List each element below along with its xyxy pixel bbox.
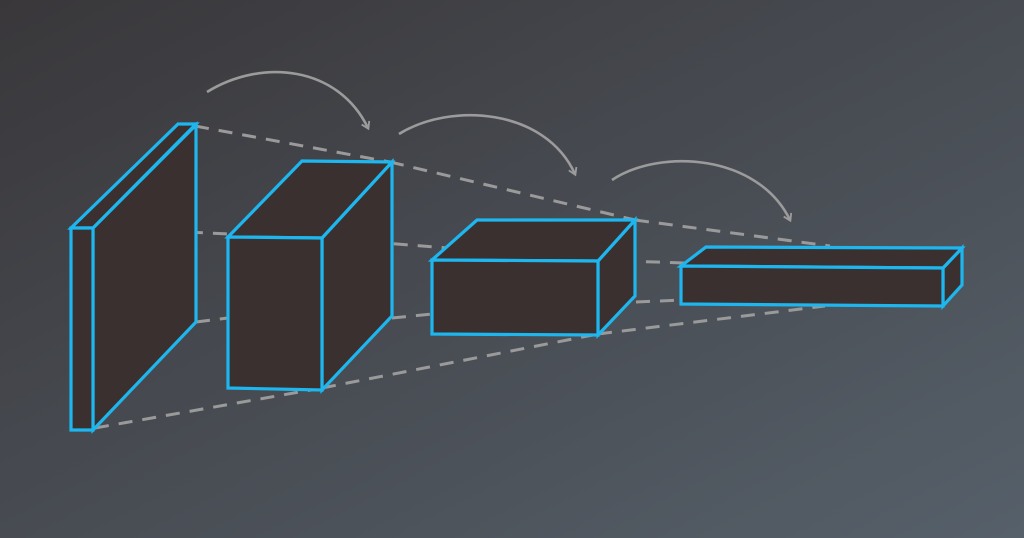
dashed-line-inner-2 [391,312,433,320]
layer-block-3 [427,215,639,340]
layer-arrows [206,70,793,223]
dashed-line-top-2 [389,160,636,222]
arrow-layer-1-to-2 [206,70,371,131]
layer-4-front-face [679,264,945,308]
layer-block-2 [224,157,396,395]
layer-block-1 [67,121,200,434]
layer-1-front-face [69,226,95,432]
dashed-line-top-1 [194,124,391,164]
dashed-line-inner-1 [195,316,229,324]
arrow-layer-3-to-4 [611,159,793,223]
dashed-line-inner-3 [635,298,683,304]
layer-block-4 [676,243,966,311]
arrow-layer-2-to-3 [398,113,578,177]
dashed-line-top-3 [634,218,831,248]
dashed-line-bot-1 [94,386,323,430]
layer-3-front-face [430,258,600,337]
layer-2-front-face [226,235,324,392]
